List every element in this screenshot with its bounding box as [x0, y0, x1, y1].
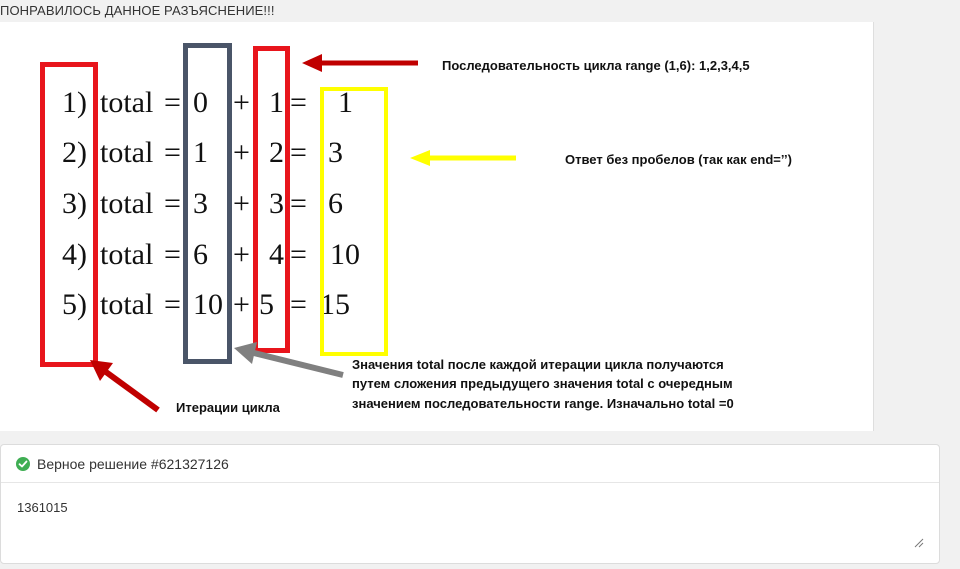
row-equals-2: = — [290, 288, 307, 321]
row-range-item: 4 — [269, 238, 284, 271]
arrows-layer — [90, 54, 516, 413]
top-note: ПОНРАВИЛОСЬ ДАННОЕ РАЗЪЯСНЕНИЕ!!! — [0, 3, 275, 18]
row-word: total — [100, 136, 154, 169]
total-caption-line-1: Значения total после каждой итерации цик… — [352, 357, 724, 372]
row-range-item: 5 — [259, 288, 274, 321]
solution-title: Верное решение #621327126 — [37, 456, 229, 472]
total-caption-line-3: значением последовательности range. Изна… — [352, 396, 734, 411]
row-result: 6 — [328, 187, 343, 220]
result-box — [320, 87, 388, 356]
total-caption-line-2: путем сложения предыдущего значения tota… — [352, 376, 733, 391]
row-plus: + — [233, 238, 250, 271]
row-range-item: 3 — [269, 187, 284, 220]
gray-arrow-total-icon — [234, 342, 344, 378]
answer-textarea[interactable]: 1361015 — [17, 500, 68, 515]
solution-card-header: Верное решение #621327126 — [1, 445, 939, 483]
row-equals-2: = — [290, 238, 307, 271]
row-word: total — [100, 86, 154, 119]
explanation-image: 1) total = 0 + 1 = 1 2) total = 1 + 2 = … — [0, 22, 874, 431]
row-prev-total: 3 — [193, 187, 208, 220]
row-number: 3) — [62, 187, 87, 220]
row-word: total — [100, 238, 154, 271]
sequence-caption: Последовательность цикла range (1,6): 1,… — [442, 58, 750, 73]
row-equals: = — [164, 86, 181, 119]
row-equals: = — [164, 136, 181, 169]
row-prev-total: 0 — [193, 86, 208, 119]
row-number: 2) — [62, 136, 87, 169]
row-equals-2: = — [290, 187, 307, 220]
red-arrow-iterations-icon — [90, 360, 160, 413]
row-equals: = — [164, 238, 181, 271]
row-number: 5) — [62, 288, 87, 321]
row-prev-total: 10 — [193, 288, 223, 321]
solution-card: Верное решение #621327126 1361015 — [0, 444, 940, 564]
row-plus: + — [233, 187, 250, 220]
row-range-item: 2 — [269, 136, 284, 169]
row-prev-total: 1 — [193, 136, 208, 169]
row-prev-total: 6 — [193, 238, 208, 271]
row-word: total — [100, 187, 154, 220]
row-result: 10 — [330, 238, 360, 271]
row-number: 4) — [62, 238, 87, 271]
iterations-caption: Итерации цикла — [176, 400, 280, 415]
answer-caption: Ответ без пробелов (так как end=’’) — [565, 152, 792, 167]
resize-handle-icon[interactable] — [914, 538, 924, 548]
row-equals: = — [164, 187, 181, 220]
row-word: total — [100, 288, 154, 321]
row-plus: + — [233, 288, 250, 321]
row-equals-2: = — [290, 86, 307, 119]
range-sequence-box — [253, 46, 290, 353]
check-circle-icon — [16, 457, 30, 471]
iteration-box — [40, 62, 98, 367]
row-equals-2: = — [290, 136, 307, 169]
row-equals: = — [164, 288, 181, 321]
row-plus: + — [233, 136, 250, 169]
previous-total-box — [183, 43, 232, 364]
red-arrow-sequence-icon — [302, 54, 418, 72]
row-result: 15 — [320, 288, 350, 321]
row-number: 1) — [62, 86, 87, 119]
row-plus: + — [233, 86, 250, 119]
yellow-arrow-answer-icon — [410, 150, 516, 166]
row-range-item: 1 — [269, 86, 284, 119]
row-result: 3 — [328, 136, 343, 169]
row-result: 1 — [338, 86, 353, 119]
